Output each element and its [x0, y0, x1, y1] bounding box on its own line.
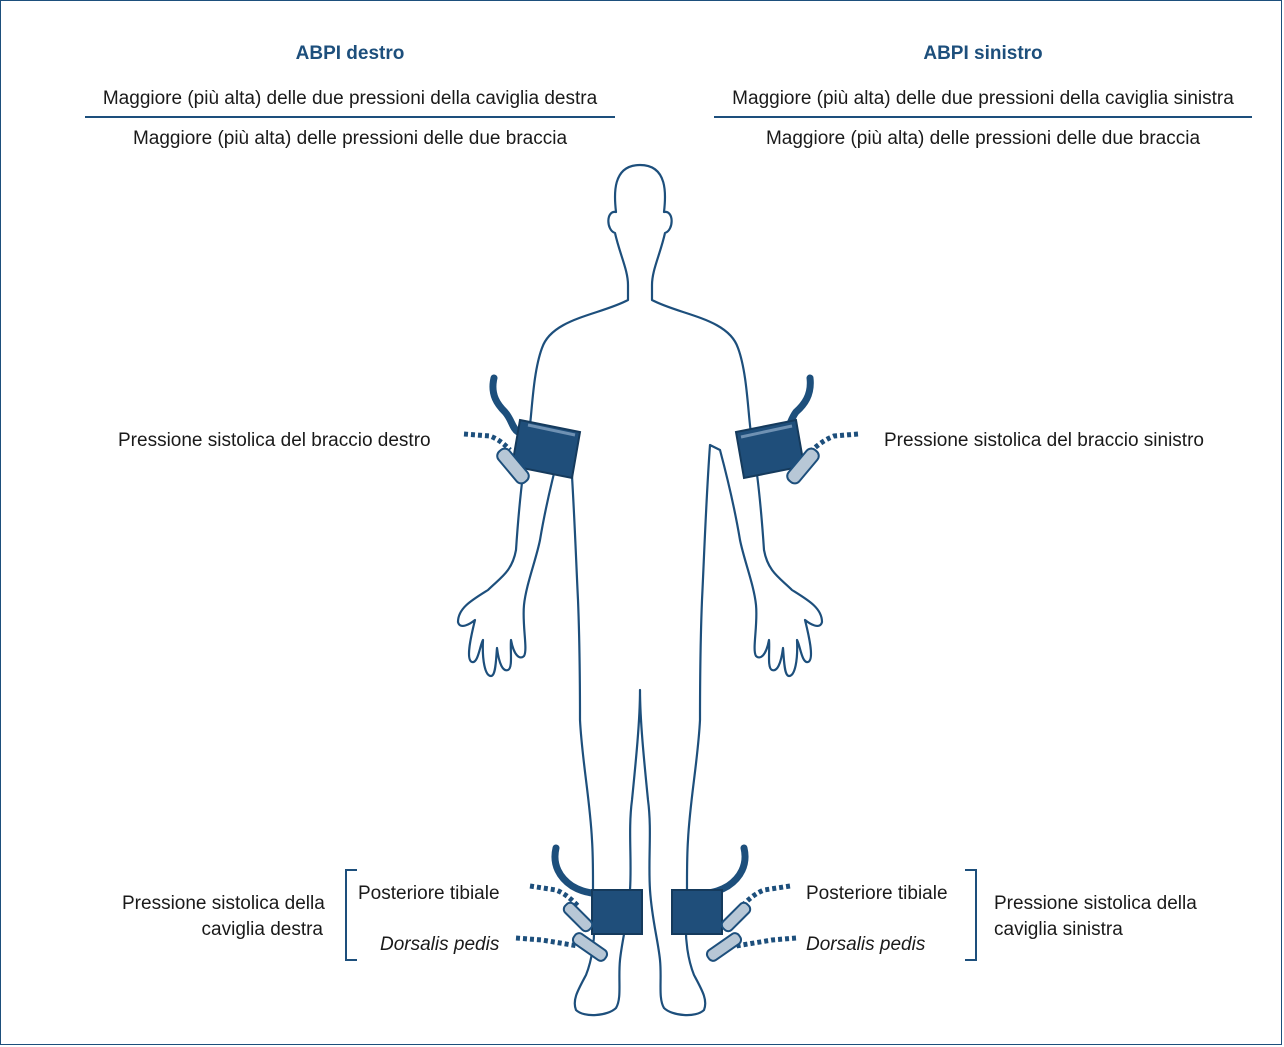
left-dorsalis-pedis-probe-icon [705, 931, 796, 963]
left-posterior-tibial-probe-icon [720, 886, 790, 933]
